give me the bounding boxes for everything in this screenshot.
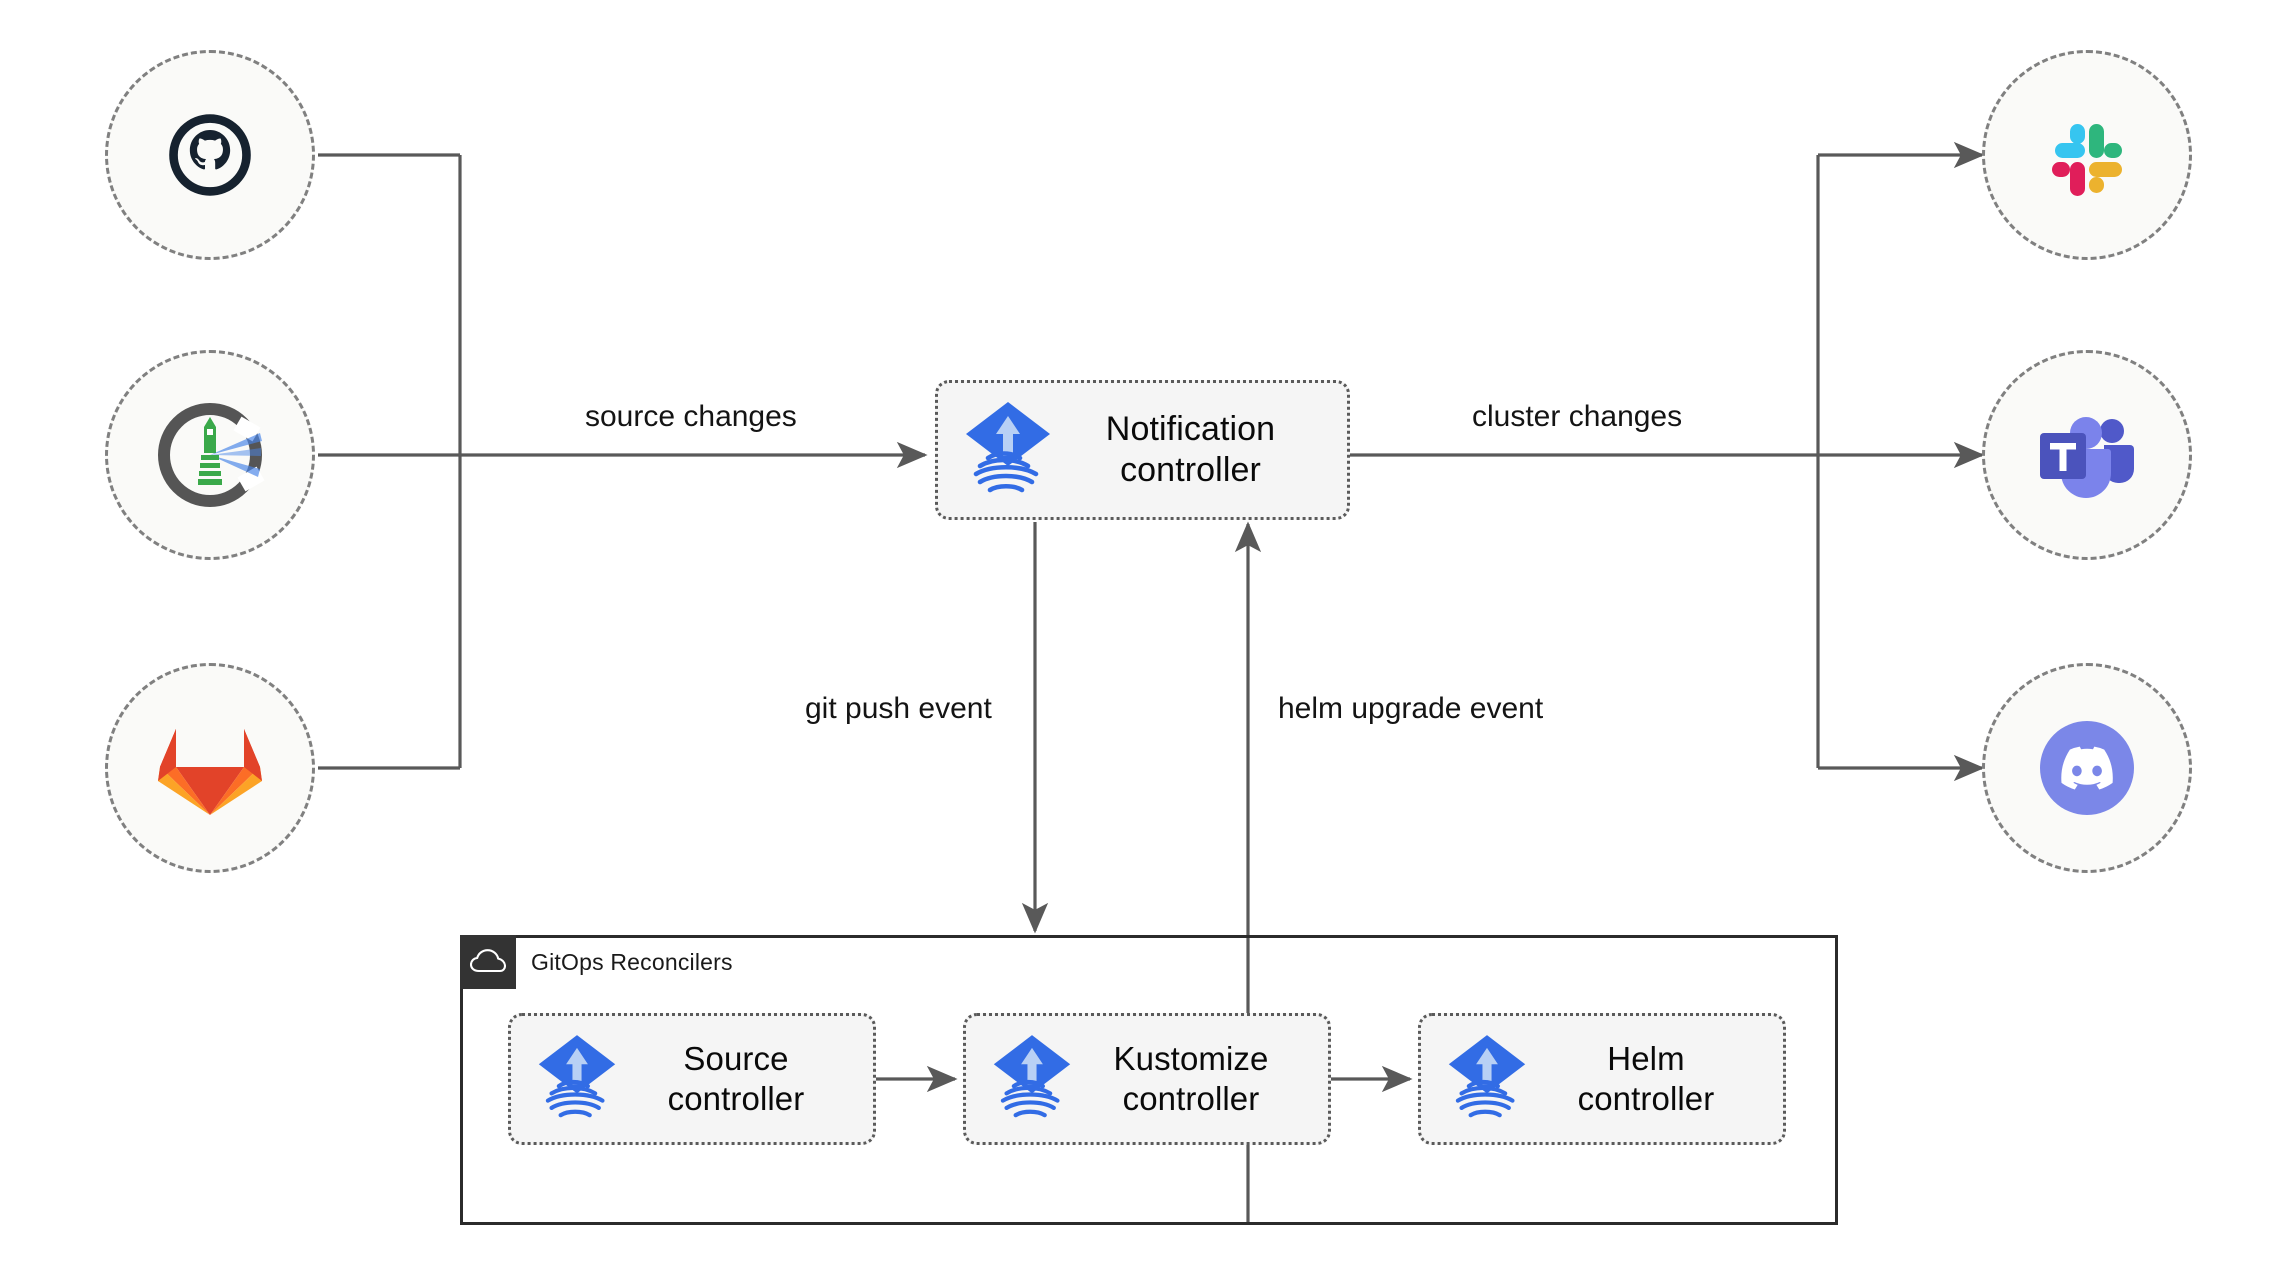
gitlab-icon	[158, 719, 262, 817]
flux-logo-icon	[1447, 1033, 1527, 1126]
edge-label-source-changes: source changes	[585, 400, 797, 433]
source-endpoint-github[interactable]	[105, 50, 315, 260]
edge-label-git-push-event: git push event	[805, 692, 992, 725]
gitops-reconcilers-title: GitOps Reconcilers	[531, 948, 733, 975]
github-icon	[162, 107, 258, 203]
kustomize-controller-box[interactable]: Kustomize controller	[963, 1013, 1331, 1145]
destination-endpoint-slack[interactable]	[1982, 50, 2192, 260]
gitops-reconcilers-container	[460, 935, 1838, 1225]
source-controller-label: Source controller	[667, 1039, 805, 1117]
notification-controller-box[interactable]: Notification controller	[935, 380, 1350, 520]
destination-endpoint-discord[interactable]	[1982, 663, 2192, 873]
source-controller-box[interactable]: Source controller	[508, 1013, 876, 1145]
slack-icon	[2037, 105, 2137, 205]
source-endpoint-flux[interactable]	[105, 350, 315, 560]
flux-logo-icon	[537, 1033, 617, 1126]
cloud-icon	[460, 935, 516, 989]
helm-controller-box[interactable]: Helm controller	[1418, 1013, 1786, 1145]
edge-label-cluster-changes: cluster changes	[1472, 400, 1683, 433]
source-endpoint-gitlab[interactable]	[105, 663, 315, 873]
kustomize-controller-label: Kustomize controller	[1113, 1039, 1269, 1117]
destination-endpoint-teams[interactable]	[1982, 350, 2192, 560]
flux-logo-icon	[964, 400, 1052, 501]
helm-controller-label: Helm controller	[1577, 1039, 1715, 1117]
notification-controller-label: Notification controller	[1105, 409, 1276, 489]
edge-label-helm-upgrade-event: helm upgrade event	[1278, 692, 1544, 725]
discord-icon	[2033, 714, 2141, 822]
flux-logo-icon	[992, 1033, 1072, 1126]
gitops-reconcilers-header: GitOps Reconcilers	[460, 935, 733, 989]
teams-icon	[2034, 409, 2140, 501]
flux-lighthouse-icon	[148, 393, 272, 517]
